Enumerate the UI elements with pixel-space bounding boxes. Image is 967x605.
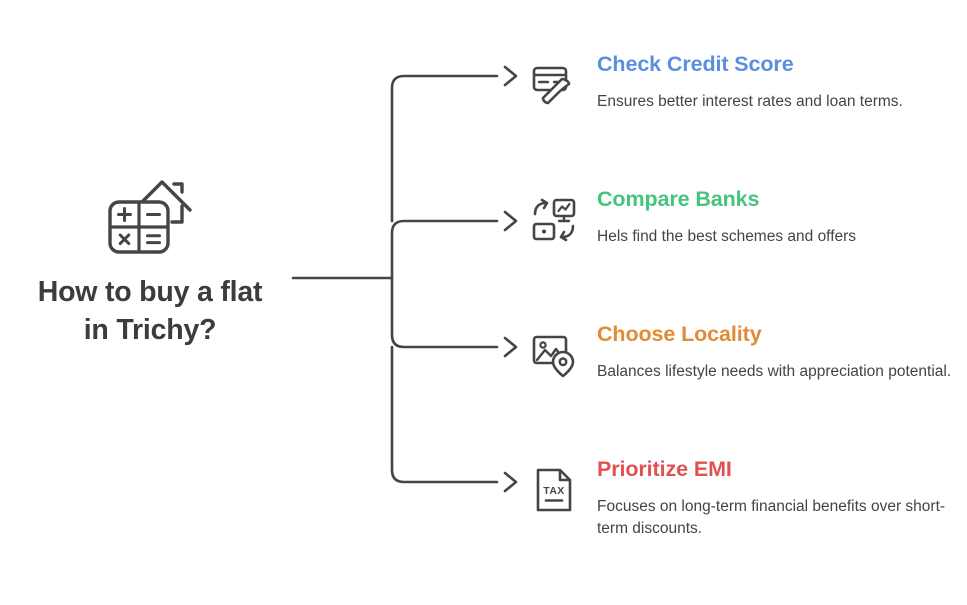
branch-item-prioritize-emi[interactable]: TAX Prioritize EMI Focuses on long-term … (530, 457, 965, 541)
root-node-title: How to buy a flat in Trichy? (5, 274, 295, 349)
branch-title: Prioritize EMI (597, 457, 732, 481)
branch-title: Compare Banks (597, 187, 760, 211)
branch-description: Hels find the best schemes and offers (597, 227, 857, 245)
arrowhead-3 (503, 336, 518, 358)
branch-title: Choose Locality (597, 322, 762, 346)
branch-title: Check Credit Score (597, 52, 794, 76)
branch-line-2 (390, 219, 499, 280)
branch-line-1 (390, 74, 499, 223)
branch-body: Compare Banks Hels find the best schemes… (597, 187, 965, 248)
credit-card-phone-icon (532, 66, 571, 105)
image-location-pin-icon (532, 335, 575, 378)
branch-item-compare-banks[interactable]: Compare Banks Hels find the best schemes… (530, 187, 965, 248)
compare-transfer-icon (532, 198, 576, 242)
calculator-house-icon (108, 180, 192, 254)
branch-body: Prioritize EMI Focuses on long-term fina… (597, 457, 965, 541)
root-node: How to buy a flat in Trichy? (0, 170, 300, 355)
svg-text:TAX: TAX (543, 485, 564, 497)
branch-description: Focuses on long-term financial benefits … (597, 497, 946, 538)
tax-document-icon: TAX (536, 468, 572, 512)
branch-body: Choose Locality Balances lifestyle needs… (597, 322, 965, 383)
branch-body: Check Credit Score Ensures better intere… (597, 52, 965, 113)
arrowhead-2 (503, 210, 518, 232)
branch-description: Balances lifestyle needs with appreciati… (597, 362, 952, 380)
branch-line-3 (390, 276, 499, 349)
arrowhead-4 (503, 471, 518, 493)
branch-description: Ensures better interest rates and loan t… (597, 92, 903, 110)
arrowhead-1 (503, 65, 518, 87)
branch-item-check-credit-score[interactable]: Check Credit Score Ensures better intere… (530, 52, 965, 113)
branch-line-4 (390, 345, 499, 484)
root-title-line-1: How to buy a flat (37, 276, 263, 308)
branch-item-choose-locality[interactable]: Choose Locality Balances lifestyle needs… (530, 322, 965, 383)
root-title-line-2: in Trichy? (83, 313, 217, 346)
